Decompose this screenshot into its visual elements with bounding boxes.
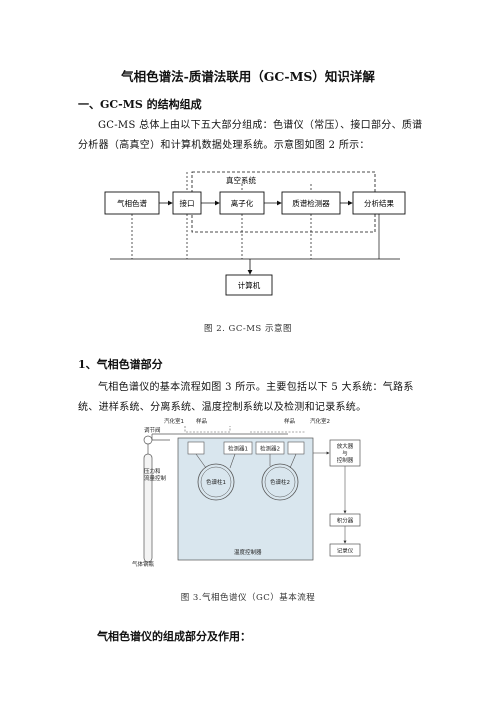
cylinder-label: 气体钢瓶 xyxy=(132,560,155,568)
section-heading-gc: 1、气相色谱部分 xyxy=(78,358,163,371)
gcms-schematic-diagram: 真空系统 气相色谱 接口 离子化 质谱检测器 分析结果 计算机 xyxy=(104,171,406,296)
ms-detector-box-label: 质谱检测器 xyxy=(292,198,330,208)
gc-box-label: 气相色谱 xyxy=(117,198,147,208)
amplifier-label-2: 与 xyxy=(342,449,348,457)
amplifier-controller-box xyxy=(329,439,361,467)
recorder-label: 记录仪 xyxy=(337,547,354,555)
interface-box-label: 接口 xyxy=(180,198,195,208)
vaporizer2-box xyxy=(287,441,305,455)
column2-coil xyxy=(261,463,299,501)
gc-flow-diagram: 调节阀 汽化室1 样品 样品 汽化室2 气体钢瓶 压力和 流量控制 温度控制器 … xyxy=(132,417,361,568)
regulator-label: 调节阀 xyxy=(144,426,161,434)
vaporizer1-box xyxy=(187,441,205,455)
paragraph-structure: GC-MS 总体上由以下五大部分组成：色谱仪（常压）、接口部分、质谱分析器（高真… xyxy=(78,120,423,151)
ionizer-box-label: 离子化 xyxy=(231,198,254,208)
computer-box xyxy=(225,274,273,296)
sample2-label: 样品 xyxy=(284,417,296,425)
pressure-label: 压力和 xyxy=(144,467,161,475)
recorder-box xyxy=(329,543,361,557)
paragraph-gc: 气相色谱仪的基本流程如图 3 所示。主要包括以下 5 大系统：气路系统、进样系统… xyxy=(78,382,414,413)
flow-label: 流量控制 xyxy=(144,474,167,482)
temperature-controller-label: 温度控制器 xyxy=(234,548,262,556)
figure2-caption: 图 2. GC-MS 示意图 xyxy=(204,324,292,334)
detector2-label: 检测器2 xyxy=(260,445,280,453)
regulator-valve xyxy=(143,435,153,445)
column1-label: 色谱柱1 xyxy=(206,478,226,486)
computer-box-label: 计算机 xyxy=(238,280,261,290)
sample1-label: 样品 xyxy=(196,417,208,425)
figure3-caption: 图 3.气相色谱仪（GC）基本流程 xyxy=(180,593,316,603)
vaporizer2-label: 汽化室2 xyxy=(310,417,330,425)
section-heading-components: 气相色谱仪的组成部分及作用： xyxy=(97,630,251,643)
amplifier-label-1: 放大器 xyxy=(337,442,354,450)
column1-coil xyxy=(197,463,235,501)
vaporizer1-label: 汽化室1 xyxy=(164,417,184,425)
section-heading-structure: 一、GC-MS 的结构组成 xyxy=(78,98,202,111)
document-title: 气相色谱法-质谱法联用（GC-MS）知识详解 xyxy=(121,69,375,84)
detector1-box xyxy=(223,441,253,455)
detector1-label: 检测器1 xyxy=(228,445,248,453)
integrator-label: 积分器 xyxy=(337,517,354,525)
analysis-result-box-label: 分析结果 xyxy=(364,198,394,208)
column2-label: 色谱柱2 xyxy=(270,478,290,486)
temperature-controller-box xyxy=(177,437,314,561)
amplifier-label-3: 控制器 xyxy=(337,456,354,464)
vacuum-system-label: 真空系统 xyxy=(226,175,256,185)
